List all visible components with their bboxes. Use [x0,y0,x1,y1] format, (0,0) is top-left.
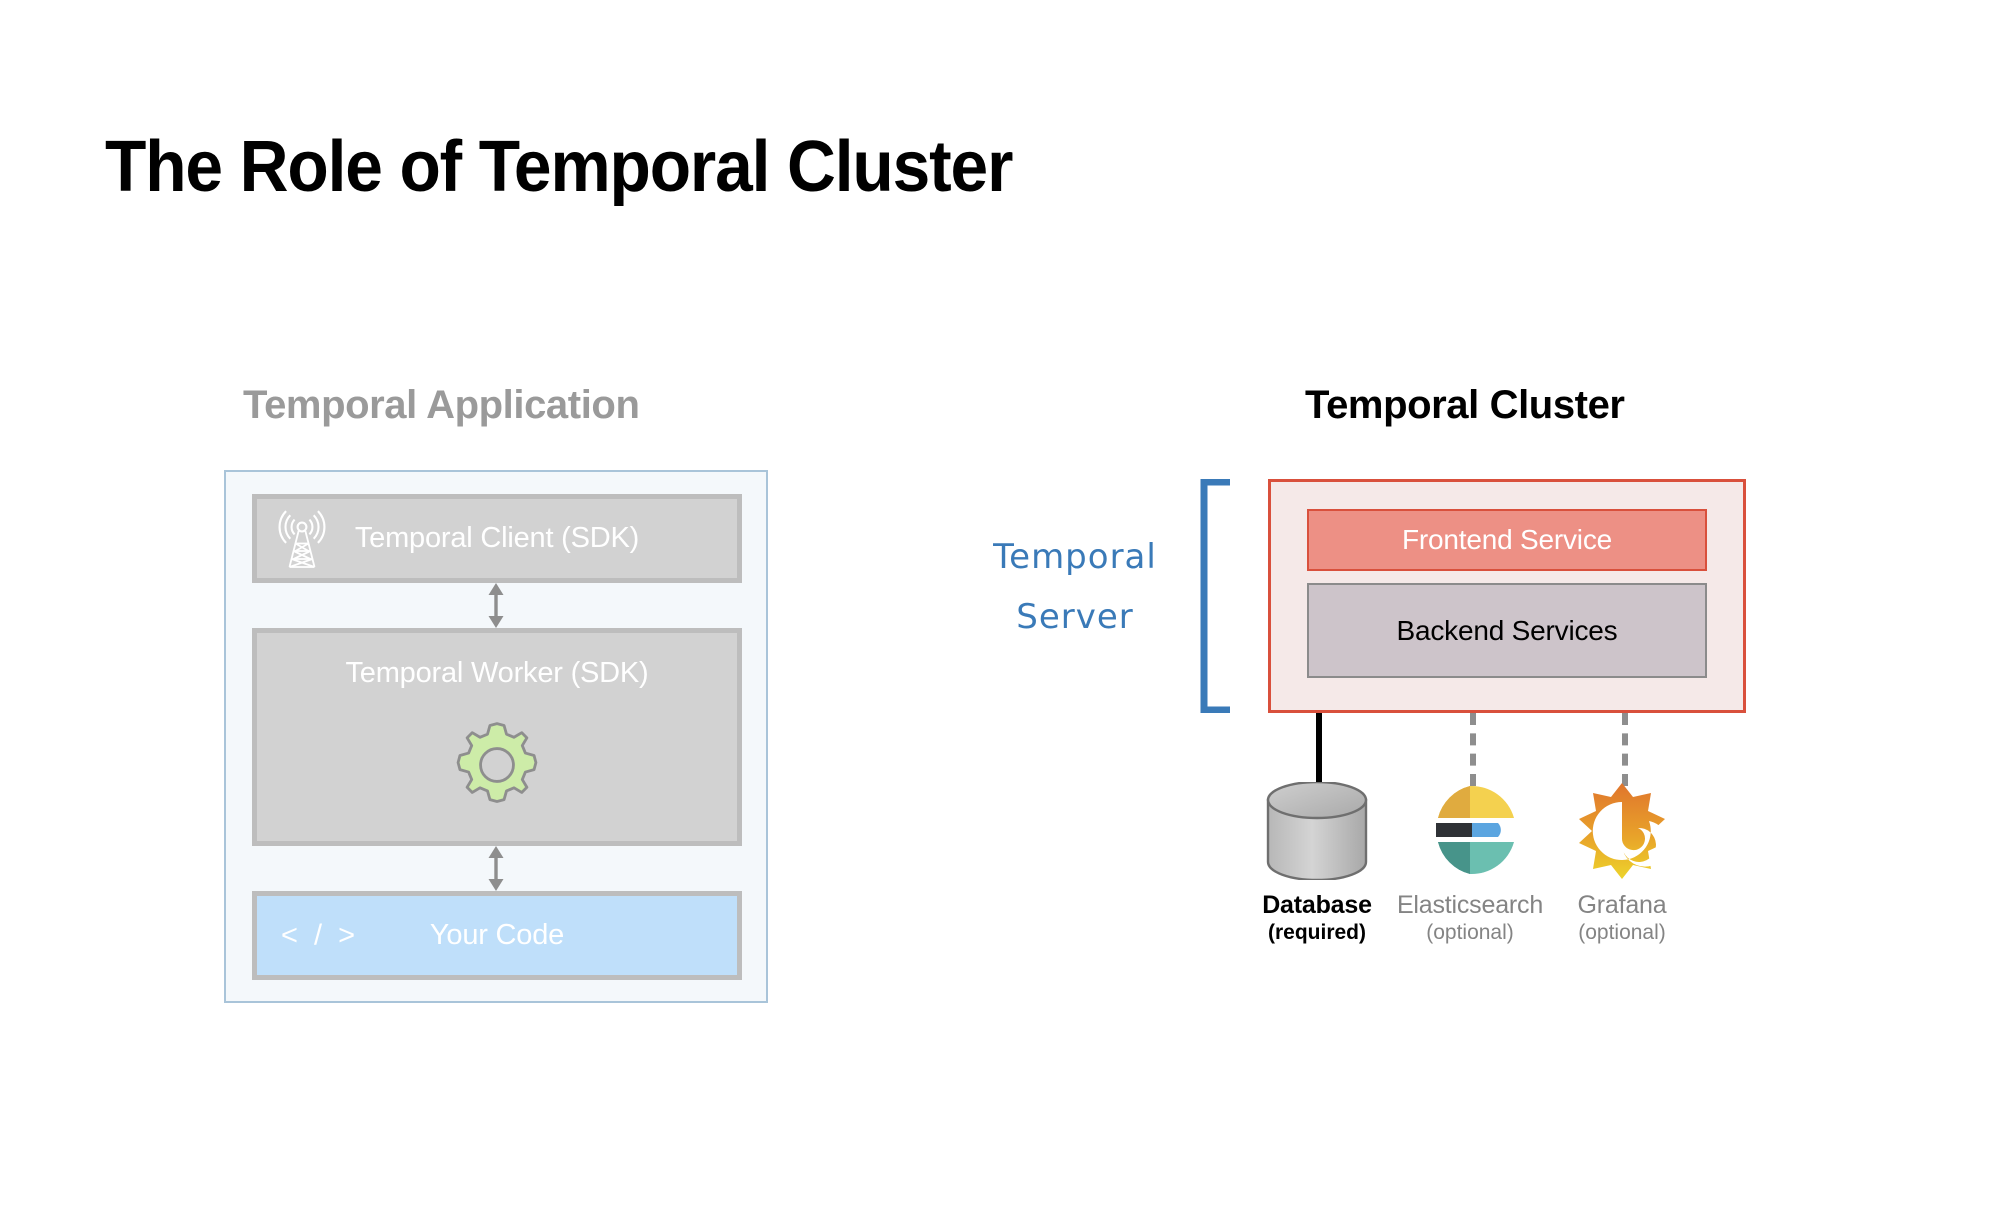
elasticsearch-name-label: Elasticsearch [1396,891,1544,919]
your-code-box[interactable]: < / > Your Code [252,891,742,980]
worker-yourcode-double-arrow [482,846,510,891]
frontend-service-label: Frontend Service [1401,524,1612,555]
temporal-client-box[interactable]: Temporal Client (SDK) [252,494,742,583]
temporal-worker-label: Temporal Worker (SDK) [345,657,649,689]
elasticsearch-connector-line [1470,713,1476,786]
radio-tower-icon [275,509,329,569]
grafana-qualifier-label: (optional) [1578,921,1666,944]
temporal-cluster-heading: Temporal Cluster [1305,383,1625,427]
dependency-database[interactable]: Database (required) [1212,780,1422,945]
database-connector-line [1316,713,1322,786]
database-qualifier-label: (required) [1267,921,1366,944]
temporal-server-annotation-line2: Server [1016,596,1134,637]
frontend-service-box[interactable]: Frontend Service [1307,509,1707,571]
grafana-logo-icon [1517,780,1727,880]
temporal-worker-box[interactable]: Temporal Worker (SDK) [252,628,742,846]
temporal-server-annotation: Temporal Server [960,528,1190,647]
dependency-elasticsearch[interactable]: Elasticsearch (optional) [1365,780,1575,945]
grafana-connector-line [1622,713,1628,786]
temporal-client-label: Temporal Client (SDK) [354,522,640,554]
temporal-server-annotation-line1: Temporal [993,537,1157,577]
backend-services-label: Backend Services [1396,614,1618,646]
database-name-label: Database [1262,891,1372,919]
temporal-application-panel: Temporal Client (SDK) Temporal Worker (S… [224,470,768,1003]
code-brackets-icon: < / > [281,919,360,951]
left-square-bracket-icon [1200,478,1233,714]
page-title: The Role of Temporal Cluster [105,127,1013,207]
client-worker-double-arrow [482,583,510,628]
temporal-cluster-panel: Frontend Service Backend Services [1268,479,1746,713]
backend-services-box[interactable]: Backend Services [1307,583,1707,678]
grafana-name-label: Grafana [1577,891,1667,919]
elasticsearch-qualifier-label: (optional) [1426,921,1514,944]
database-cylinder-icon [1212,780,1422,880]
elasticsearch-logo-icon [1365,780,1575,880]
your-code-label: Your Code [429,919,565,951]
dependency-grafana[interactable]: Grafana (optional) [1517,780,1727,945]
temporal-application-heading: Temporal Application [243,383,640,427]
gear-icon [450,718,544,812]
